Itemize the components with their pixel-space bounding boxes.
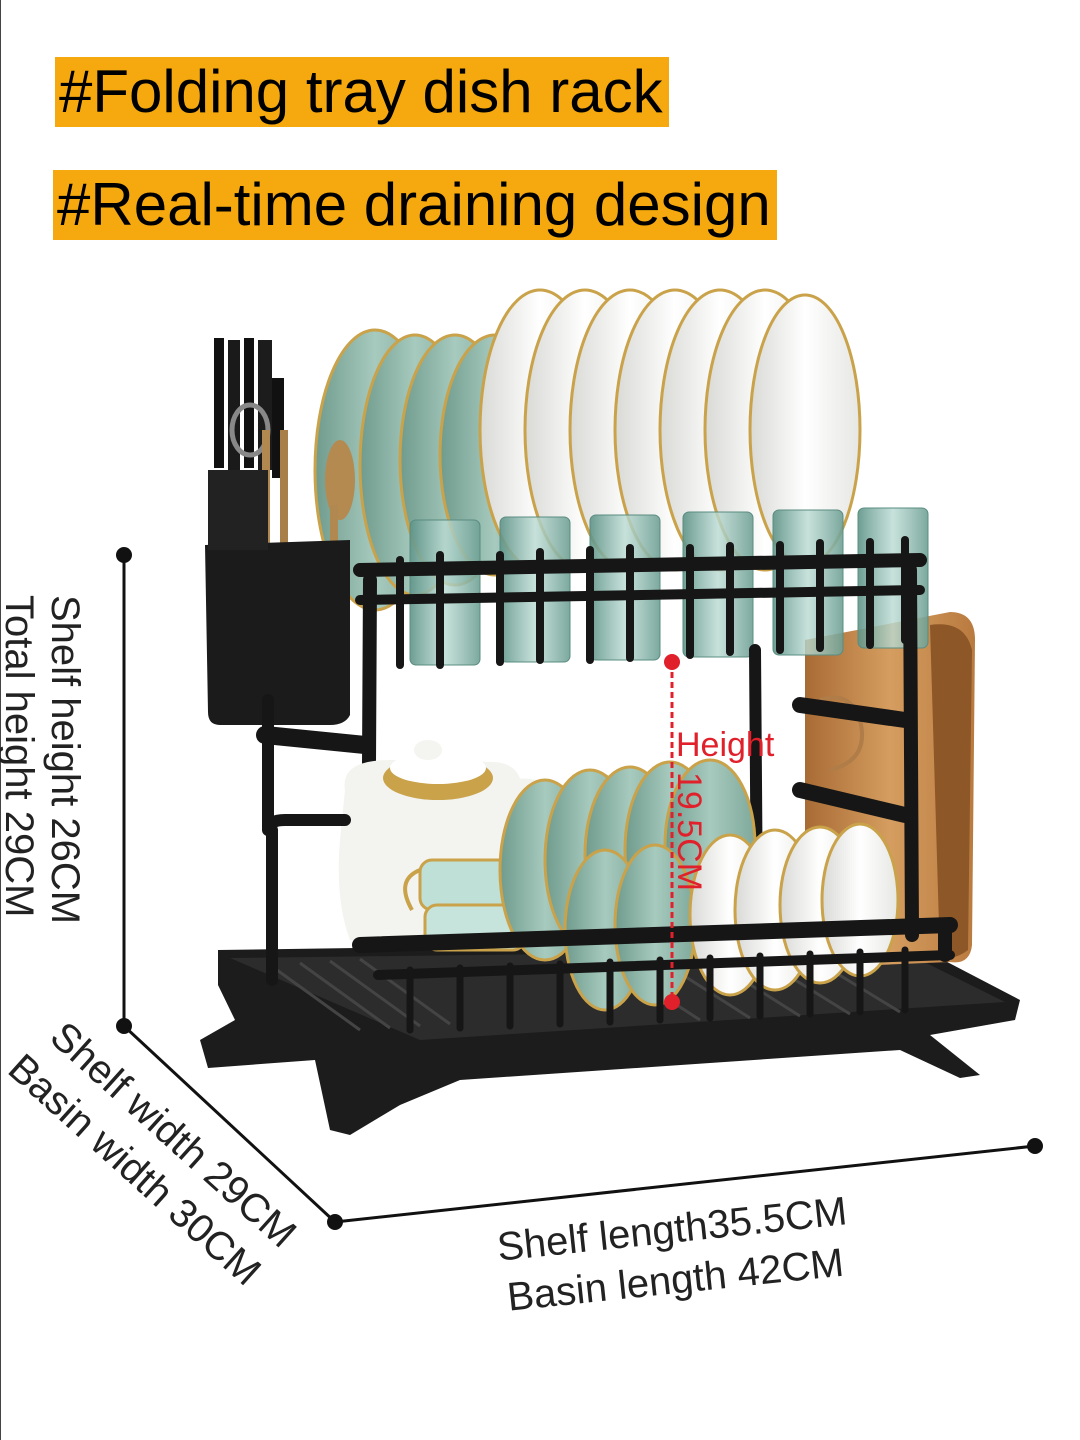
- lower-plates: [498, 758, 900, 1012]
- shelf-height-label: Shelf height 26CM: [43, 595, 87, 925]
- measurement-lines: [116, 547, 1043, 1230]
- inner-height-value: 19.5CM: [670, 772, 708, 892]
- total-height-label: Total height 29CM: [0, 595, 41, 918]
- title-tag-draining-design: #Real-time draining design: [53, 170, 777, 240]
- left-frame-edge: [0, 0, 1, 1440]
- title-tag-folding-tray: #Folding tray dish rack: [55, 57, 669, 127]
- upper-white-plates: [478, 288, 862, 572]
- rack-lower-frame: [256, 694, 958, 1034]
- inner-height-label: Height: [676, 726, 775, 764]
- utensil-holder: [205, 338, 355, 725]
